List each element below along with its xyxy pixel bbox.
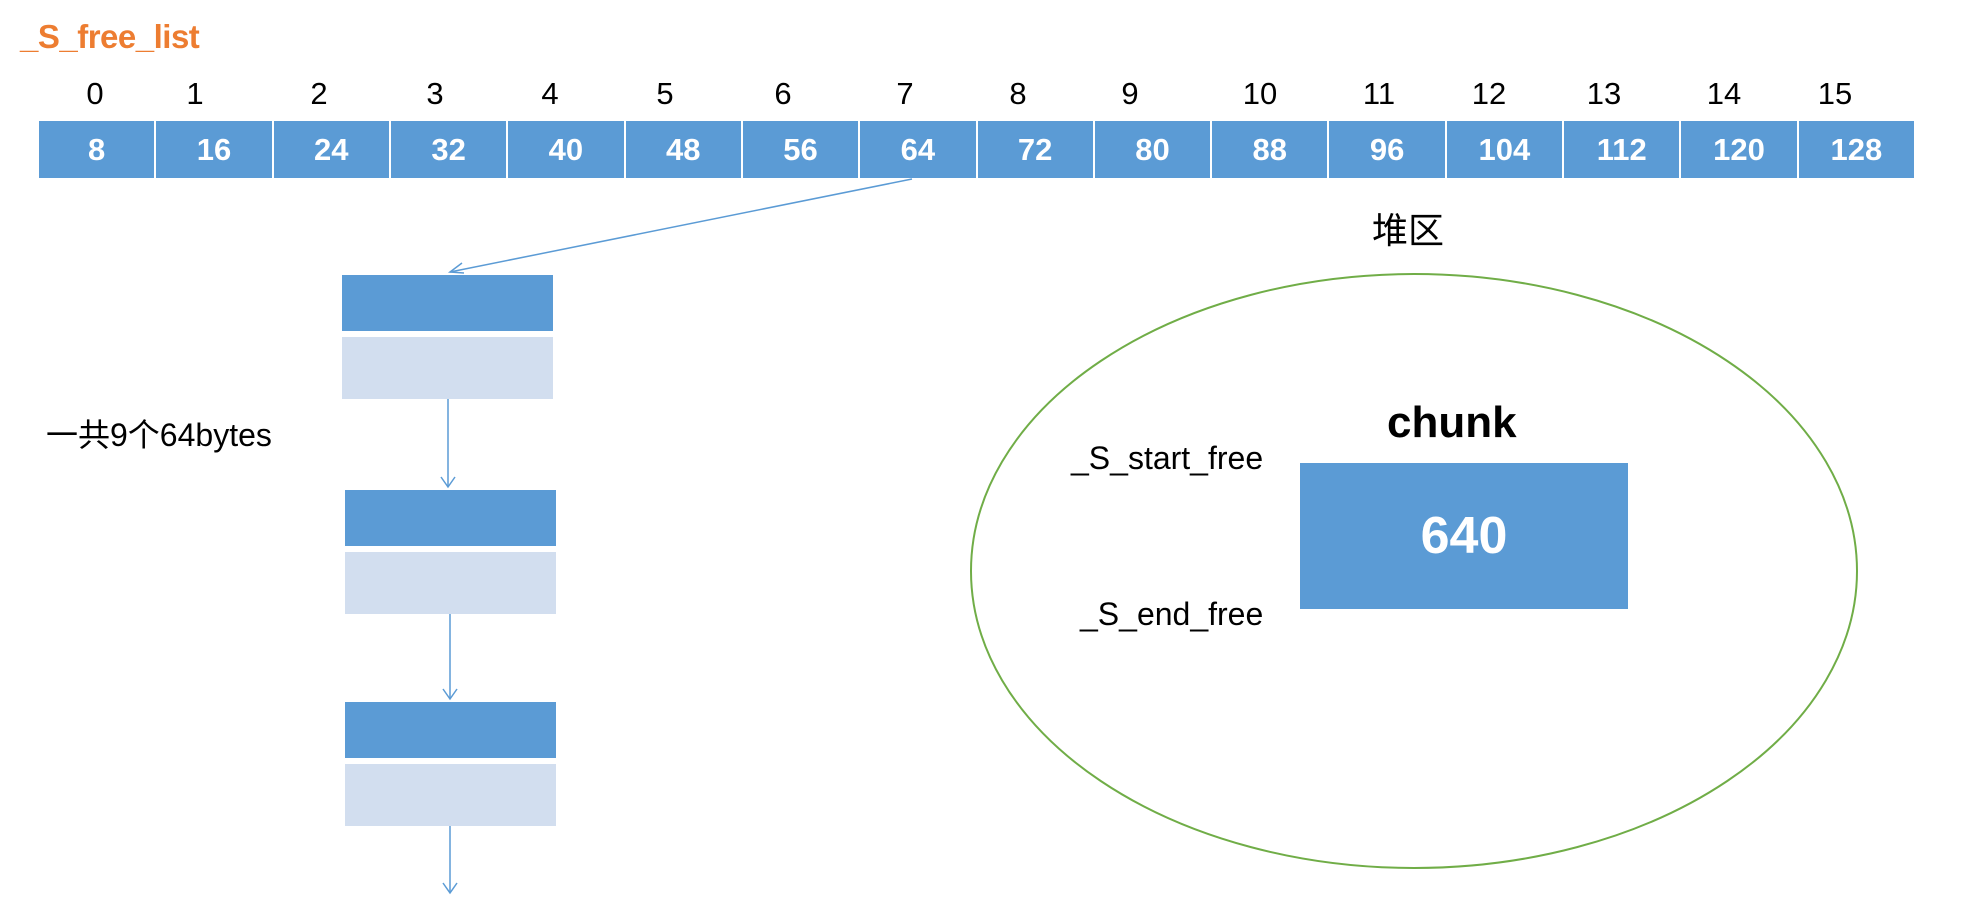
- arrow-from-index-7: [449, 178, 913, 273]
- arrowhead: [442, 688, 458, 701]
- index-label: 14: [1706, 76, 1742, 111]
- end-free-label: _S_end_free: [1080, 596, 1264, 632]
- free-list-array: 8 16 24 32 40 48 56 64 72 80 88 96 104 1…: [39, 121, 1914, 178]
- free-block-2-body: [345, 552, 556, 614]
- index-label: 5: [656, 76, 674, 111]
- index-label: 15: [1817, 76, 1853, 111]
- index-label: 7: [896, 76, 914, 111]
- index-label: 4: [541, 76, 559, 111]
- size-cell: 104: [1447, 121, 1565, 178]
- index-label: 11: [1362, 76, 1396, 111]
- index-label: 10: [1242, 76, 1278, 111]
- size-cell: 72: [978, 121, 1095, 178]
- arrowhead: [440, 476, 456, 489]
- heap-label: 堆区: [1372, 210, 1445, 251]
- size-cell: 64: [860, 121, 978, 178]
- heap-ellipse: [970, 273, 1858, 869]
- size-cell: 48: [626, 121, 743, 178]
- index-label: 3: [426, 76, 444, 111]
- free-block-3-header: [345, 702, 556, 758]
- size-cell: 96: [1329, 121, 1447, 178]
- free-block-3-body: [345, 764, 556, 826]
- size-cell: 128: [1830, 131, 1883, 167]
- index-label: 2: [310, 76, 328, 111]
- size-cell: 32: [391, 121, 509, 178]
- free-list-title: _S_free_list: [20, 18, 200, 55]
- index-label: 13: [1586, 76, 1622, 111]
- size-cell: 88: [1212, 121, 1330, 178]
- size-cell: 40: [508, 121, 626, 178]
- index-label: 12: [1471, 76, 1507, 111]
- arrowhead: [442, 882, 458, 895]
- free-block-1-body: [342, 337, 553, 399]
- size-cell: 80: [1095, 121, 1213, 178]
- free-block-2-header: [345, 490, 556, 546]
- index-label: 8: [1009, 76, 1027, 111]
- index-label: 0: [86, 76, 104, 111]
- chunk-box: 640: [1300, 463, 1628, 609]
- size-cell: 56: [743, 121, 861, 178]
- chunk-label: chunk: [1387, 398, 1517, 447]
- size-cell: 120: [1681, 121, 1799, 178]
- index-label: 1: [186, 76, 204, 111]
- pointer-arrows: [440, 178, 913, 895]
- size-cell: 16: [156, 121, 274, 178]
- free-block-1-header: [342, 275, 553, 331]
- arrowhead: [447, 262, 465, 274]
- size-cell: 24: [274, 121, 391, 178]
- start-free-label: _S_start_free: [1071, 440, 1264, 476]
- size-cell: 112: [1564, 121, 1682, 178]
- block-count-label: 一共9个64bytes: [46, 417, 272, 453]
- index-label: 6: [774, 76, 792, 111]
- size-cell: 8: [39, 121, 157, 178]
- index-label: 9: [1121, 76, 1139, 111]
